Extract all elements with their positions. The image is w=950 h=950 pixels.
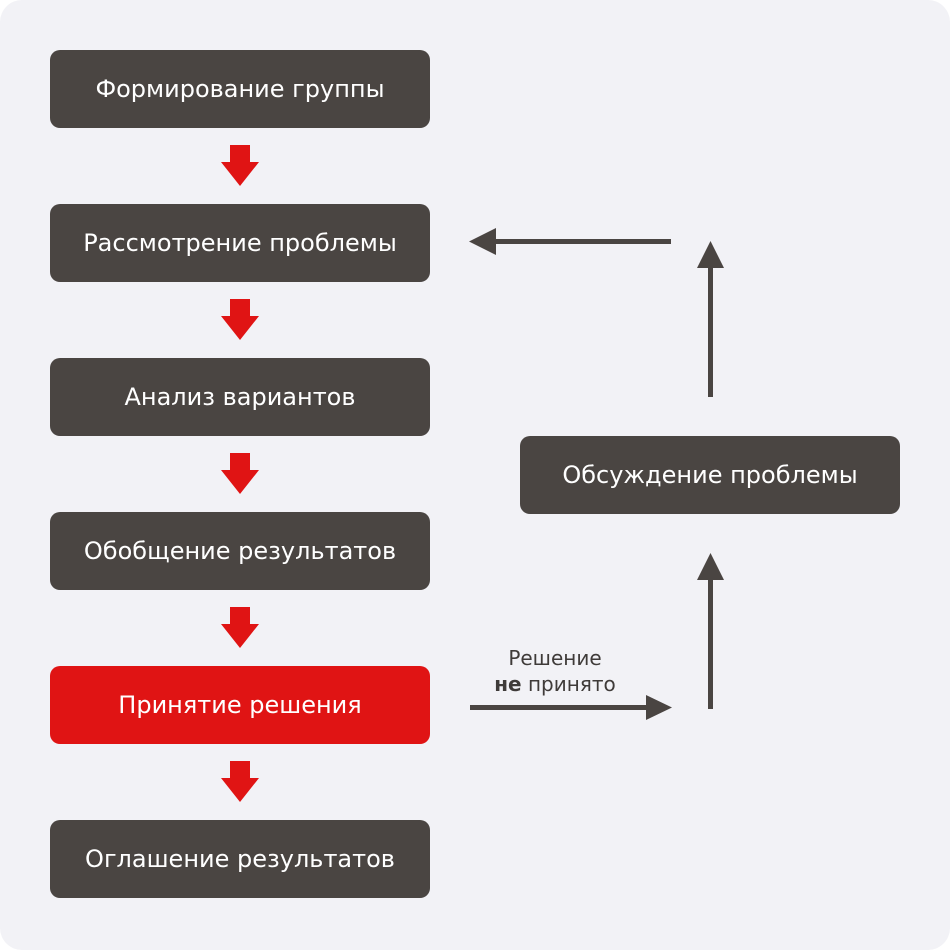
loop-line-up-upper	[708, 265, 713, 397]
step-box-decision: Принятие решения	[50, 666, 430, 744]
side-box-label: Обсуждение проблемы	[562, 461, 858, 489]
edge-label-bold: не	[494, 672, 522, 696]
step-box-analysis: Анализ вариантов	[50, 358, 430, 436]
side-box-discussion: Обсуждение проблемы	[520, 436, 900, 514]
edge-label-rest: принято	[521, 672, 616, 696]
edge-label-line1: Решение	[508, 646, 602, 670]
step-label: Рассмотрение проблемы	[83, 229, 397, 257]
loop-line-left	[493, 239, 671, 244]
step-label: Формирование группы	[95, 75, 385, 103]
down-arrow-icon	[221, 607, 259, 648]
step-box-announcement: Оглашение результатов	[50, 820, 430, 898]
left-arrow-icon	[469, 228, 496, 255]
step-label: Оглашение результатов	[85, 845, 395, 873]
loop-line-up-lower	[708, 578, 713, 709]
step-box-formation: Формирование группы	[50, 50, 430, 128]
step-label: Анализ вариантов	[124, 383, 356, 411]
step-box-summary: Обобщение результатов	[50, 512, 430, 590]
step-label: Обобщение результатов	[83, 537, 397, 565]
loop-line-right	[470, 705, 648, 710]
down-arrow-icon	[221, 761, 259, 802]
step-box-review: Рассмотрение проблемы	[50, 204, 430, 282]
down-arrow-icon	[221, 299, 259, 340]
right-arrow-icon	[646, 695, 672, 720]
edge-label-not-accepted: Решение не принято	[470, 645, 640, 697]
edge-label-line2: не принято	[470, 671, 640, 697]
down-arrow-icon	[221, 145, 259, 186]
up-arrow-icon	[697, 553, 724, 580]
step-label: Принятие решения	[118, 691, 362, 719]
up-arrow-icon	[697, 241, 724, 268]
down-arrow-icon	[221, 453, 259, 494]
